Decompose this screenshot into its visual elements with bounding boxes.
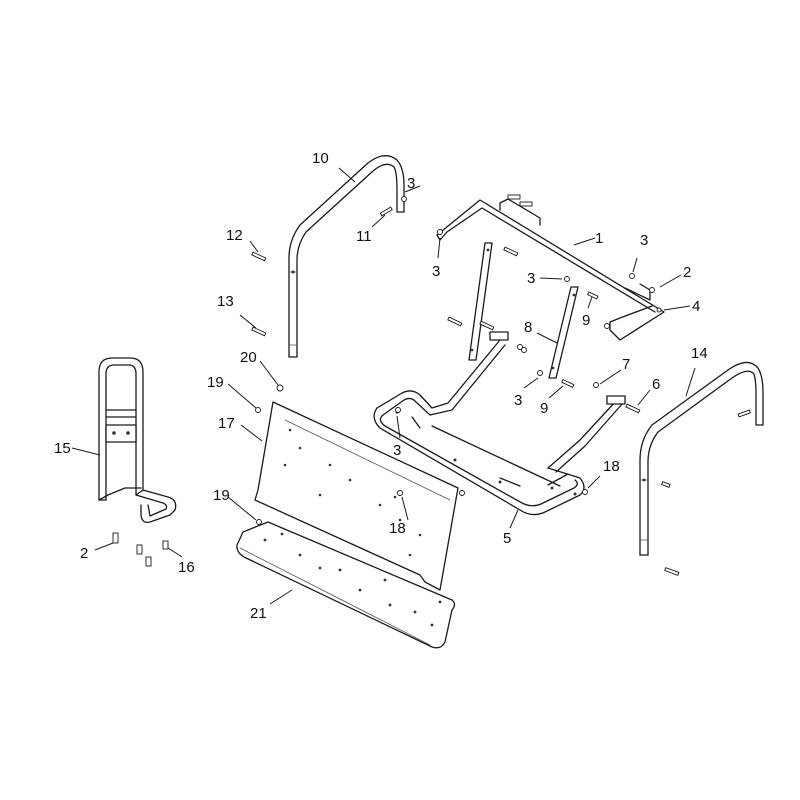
callout-2: 2 (683, 264, 691, 281)
callout-3: 3 (527, 270, 535, 287)
callout-9: 9 (582, 312, 590, 329)
part-21-floor-plate (236, 521, 456, 649)
callout-9: 9 (540, 400, 548, 417)
callout-2: 2 (80, 545, 88, 562)
part-8-braces (468, 242, 579, 379)
callout-3: 3 (407, 175, 415, 192)
callout-18: 18 (389, 520, 406, 537)
callout-10: 10 (312, 150, 329, 167)
callout-20: 20 (240, 349, 257, 366)
callout-16: 16 (178, 559, 195, 576)
callout-3: 3 (432, 263, 440, 280)
callout-14: 14 (691, 345, 708, 362)
callout-21: 21 (250, 605, 267, 622)
hardware (251, 196, 662, 525)
callout-4: 4 (692, 298, 700, 315)
callout-11: 11 (356, 228, 372, 245)
callout-7: 7 (622, 356, 630, 373)
callout-19: 19 (213, 487, 230, 504)
part-17-back-panel (254, 401, 459, 591)
part-1-upper-frame (436, 194, 665, 341)
callout-3: 3 (393, 442, 401, 459)
callout-15: 15 (54, 440, 71, 457)
callout-12: 12 (226, 227, 243, 244)
part-15-side-frame (98, 357, 177, 567)
part-5-lower-frame (373, 331, 626, 516)
part-10-upper-hoop-left (288, 155, 405, 358)
part-14-upper-hoop-right (639, 361, 764, 576)
callout-5: 5 (503, 530, 511, 547)
callout-18: 18 (603, 458, 620, 475)
callout-1: 1 (595, 230, 603, 247)
callout-3: 3 (514, 392, 522, 409)
callout-8: 8 (524, 319, 532, 336)
leader-lines (71, 167, 696, 605)
callout-17: 17 (218, 415, 235, 432)
callout-6: 6 (652, 376, 660, 393)
callout-13: 13 (217, 293, 234, 310)
callout-3: 3 (640, 232, 648, 249)
callouts: 1 2 2 3 3 3 3 3 3 4 5 6 7 8 9 9 10 11 12… (54, 150, 708, 622)
callout-19: 19 (207, 374, 224, 391)
